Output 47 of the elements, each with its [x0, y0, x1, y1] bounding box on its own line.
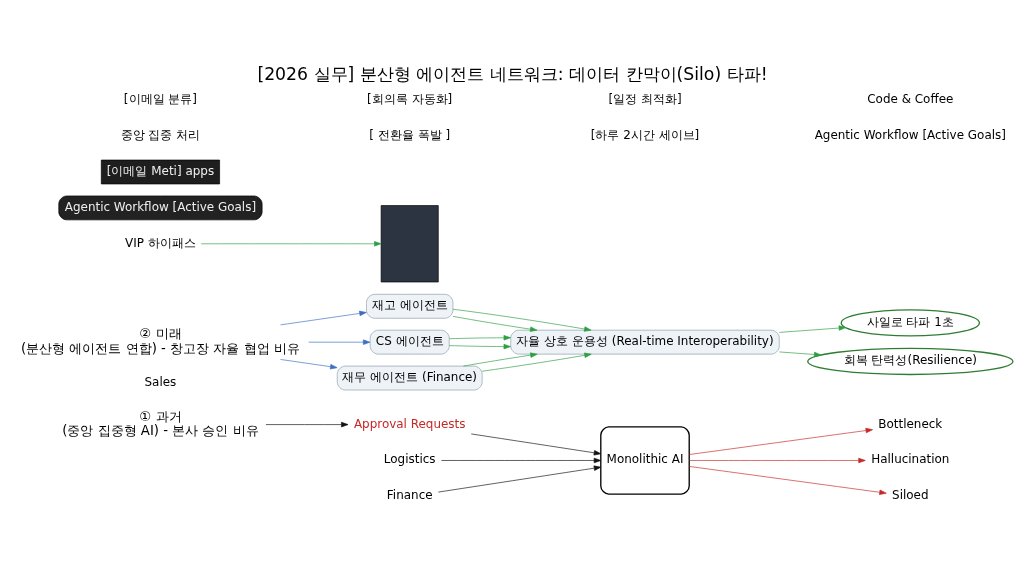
- node-ellipse: 회복 탄력성(Resilience): [806, 347, 1014, 376]
- node-text: Bottleneck: [877, 416, 942, 431]
- arrow: [200, 241, 381, 247]
- node-text: Sales: [144, 375, 176, 390]
- label: 중앙 집중 처리: [120, 128, 200, 143]
- arrow: [448, 335, 511, 341]
- label: [ 전환율 폭발 ]: [368, 128, 450, 143]
- node-box: 재무 에이전트 (Finance): [336, 365, 482, 391]
- node-box: Agentic Workflow [Active Goals]: [57, 195, 262, 221]
- node-text: ② 미래 (분산형 에이전트 연합) - 창고장 자율 협업 비유: [20, 326, 300, 356]
- arrow: [778, 351, 821, 358]
- arrow: [279, 359, 337, 370]
- label: [하루 2시간 세이브]: [590, 128, 699, 143]
- arrow: [448, 343, 511, 350]
- label: [이메일 분류]: [123, 92, 197, 107]
- node-box: [이메일 Meti] apps: [100, 159, 220, 185]
- node-box: 재고 에이전트: [365, 294, 453, 319]
- node-text: VIP 하이패스: [124, 235, 196, 250]
- node-text: Logistics: [383, 452, 436, 467]
- arrow: [778, 325, 846, 333]
- node-text: Hallucination: [870, 452, 949, 467]
- arrow: [452, 308, 591, 332]
- arrow: [440, 457, 601, 464]
- node-text: Finance: [386, 488, 433, 503]
- arrow: [688, 457, 866, 464]
- node-box: 자율 상호 운용성 (Real-time Interoperability): [509, 329, 780, 355]
- label: [회의록 자동화]: [366, 92, 452, 107]
- node-box: CS 에이전트: [369, 329, 450, 355]
- label: Code & Coffee: [866, 92, 953, 107]
- arrow: [437, 465, 601, 493]
- arrow: [307, 339, 370, 345]
- arrow: [470, 433, 601, 456]
- node-text: Siloed: [891, 488, 929, 503]
- node-text: ① 과거 (중앙 집중형 AI) - 본사 승인 비유: [61, 408, 259, 439]
- node-text: Approval Requests: [353, 416, 466, 431]
- arrow: [481, 352, 592, 372]
- arrow: [452, 316, 537, 332]
- arrow: [688, 466, 887, 495]
- node-box: Monolithic AI: [599, 426, 690, 495]
- diagram-title: [2026 실무] 분산형 에이전트 네트워크: 데이터 칸막이(Silo) 타파!: [256, 64, 768, 85]
- node-person: [380, 205, 439, 283]
- label: Agentic Workflow [Active Goals]: [814, 128, 1006, 143]
- arrow: [265, 421, 348, 428]
- arrow: [279, 310, 367, 326]
- arrow: [462, 352, 538, 367]
- label: [일정 최적화]: [607, 92, 682, 107]
- arrow: [688, 427, 873, 455]
